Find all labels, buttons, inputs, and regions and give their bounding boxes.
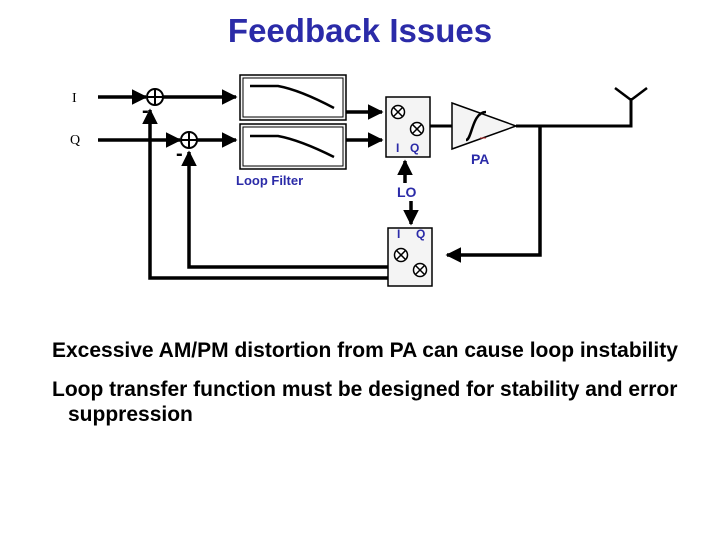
power-amplifier — [451, 101, 519, 151]
feedback-to-sum-i — [142, 108, 388, 280]
upconvert-mixer-box — [385, 96, 431, 158]
demod-q-label: Q — [416, 227, 425, 241]
bullet-item: Loop transfer function must be designed … — [52, 378, 678, 426]
antenna-icon — [614, 87, 648, 101]
input-i-label: I — [72, 91, 77, 106]
summing-junction-q — [180, 131, 198, 149]
minus-sign-i: - — [142, 100, 149, 122]
input-q-label: Q — [70, 133, 80, 148]
feedback-to-sum-q — [181, 150, 388, 269]
demod-i-label: I — [397, 227, 400, 241]
lo-label: LO — [397, 184, 417, 200]
mod-i-label: I — [396, 141, 399, 155]
summing-junction-i — [146, 88, 164, 106]
loop-filter-i-box — [239, 74, 347, 121]
minus-sign-q: - — [176, 143, 183, 165]
downconvert-mixer-box — [387, 227, 433, 287]
feedback-loop-diagram: I Q - - Loop Filter I — [70, 74, 648, 287]
pa-label: PA — [471, 151, 489, 167]
loop-filter-label: Loop Filter — [236, 173, 303, 188]
bullet-item: Excessive AM/PM distortion from PA can c… — [52, 339, 678, 362]
pa-to-antenna — [516, 98, 633, 128]
loop-filter-q-box — [239, 123, 347, 170]
mod-q-label: Q — [410, 141, 419, 155]
feedback-coupler-line — [445, 126, 542, 263]
slide-title: Feedback Issues — [227, 12, 493, 49]
bullet-list: Excessive AM/PM distortion from PA can c… — [52, 338, 682, 441]
